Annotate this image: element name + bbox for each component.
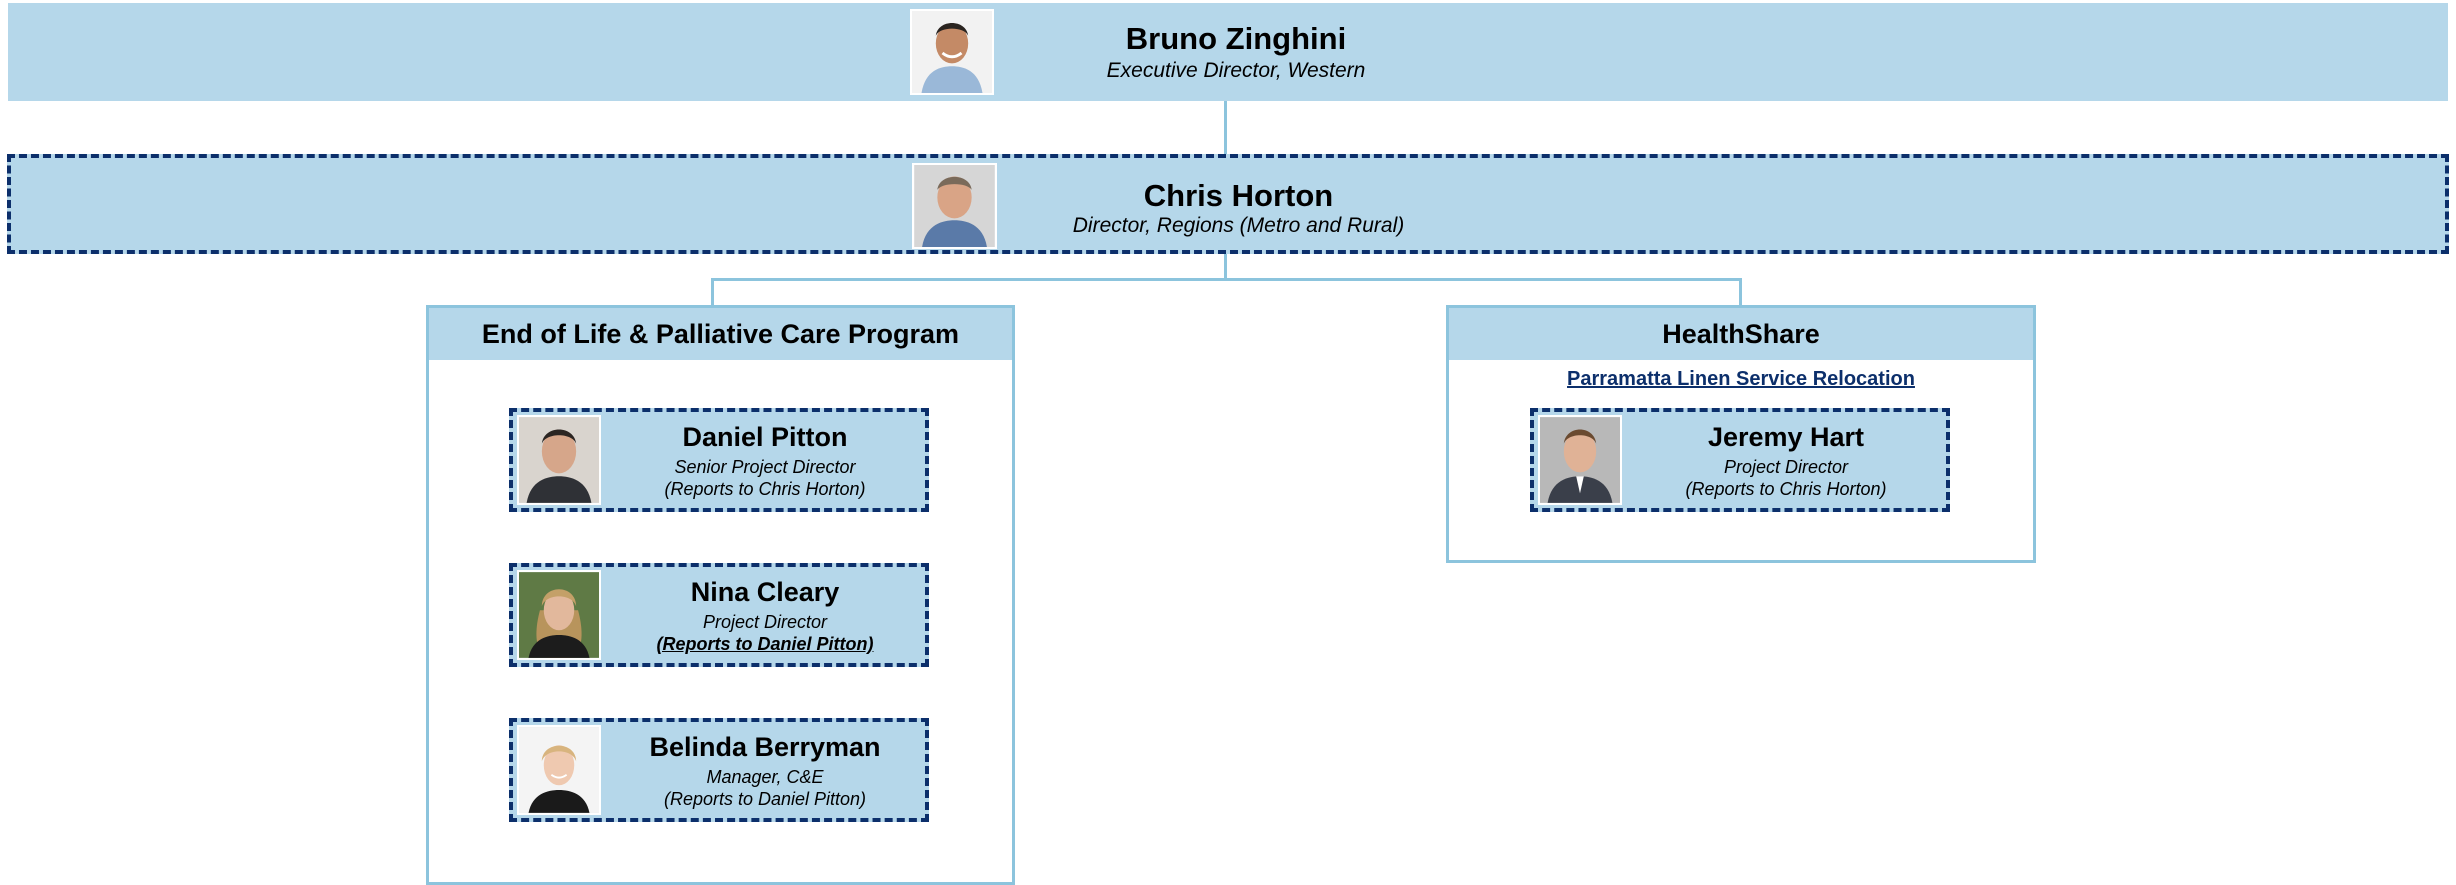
connector-right-drop xyxy=(1739,278,1742,306)
person-title: Senior Project Director xyxy=(674,457,856,477)
avatar xyxy=(517,570,601,660)
person-card-jeremy-hart: Jeremy Hart Project Director (Reports to… xyxy=(1530,408,1950,512)
person-name: Belinda Berryman xyxy=(649,732,881,762)
avatar xyxy=(517,415,601,505)
connector-left-drop xyxy=(711,278,714,306)
top-node: Bruno Zinghini Executive Director, Weste… xyxy=(8,3,2448,101)
top-node-name: Bruno Zinghini xyxy=(1125,21,1347,56)
person-photo-icon xyxy=(914,165,995,247)
person-title: Manager, C&E xyxy=(706,767,824,787)
left-panel: End of Life & Palliative Care Program Da… xyxy=(426,305,1015,885)
person-title: Project Director xyxy=(702,612,828,632)
person-reports: (Reports to Daniel Pitton) xyxy=(663,789,867,809)
person-reports: (Reports to Daniel Pitton) xyxy=(656,634,874,654)
avatar xyxy=(912,163,997,249)
avatar xyxy=(910,9,994,95)
connector-top xyxy=(1224,101,1227,154)
avatar xyxy=(1538,415,1622,505)
person-name: Nina Cleary xyxy=(690,577,840,607)
person-photo-icon xyxy=(519,727,599,813)
right-panel-header: HealthShare xyxy=(1449,308,2033,360)
left-panel-header: End of Life & Palliative Care Program xyxy=(429,308,1012,360)
person-photo-icon xyxy=(1540,417,1620,503)
person-card-nina-cleary: Nina Cleary Project Director (Reports to… xyxy=(509,563,929,667)
person-name: Jeremy Hart xyxy=(1707,422,1865,452)
person-reports: (Reports to Chris Horton) xyxy=(664,479,866,499)
connector-horizontal xyxy=(711,278,1742,281)
person-reports: (Reports to Chris Horton) xyxy=(1685,479,1887,499)
person-title: Project Director xyxy=(1723,457,1849,477)
second-node-title: Director, Regions (Metro and Rural) xyxy=(1072,214,1405,237)
top-node-title: Executive Director, Western xyxy=(1106,59,1366,82)
second-node-name: Chris Horton xyxy=(1143,178,1334,213)
person-photo-icon xyxy=(912,11,992,93)
person-photo-icon xyxy=(519,572,599,658)
person-name: Daniel Pitton xyxy=(682,422,848,452)
right-panel: HealthShare Parramatta Linen Service Rel… xyxy=(1446,305,2036,563)
person-card-belinda-berryman: Belinda Berryman Manager, C&E (Reports t… xyxy=(509,718,929,822)
avatar xyxy=(517,725,601,815)
second-node: Chris Horton Director, Regions (Metro an… xyxy=(7,154,2449,254)
person-photo-icon xyxy=(519,417,599,503)
connector-second-down xyxy=(1224,253,1227,280)
project-link[interactable]: Parramatta Linen Service Relocation xyxy=(1567,368,1915,390)
person-card-daniel-pitton: Daniel Pitton Senior Project Director (R… xyxy=(509,408,929,512)
